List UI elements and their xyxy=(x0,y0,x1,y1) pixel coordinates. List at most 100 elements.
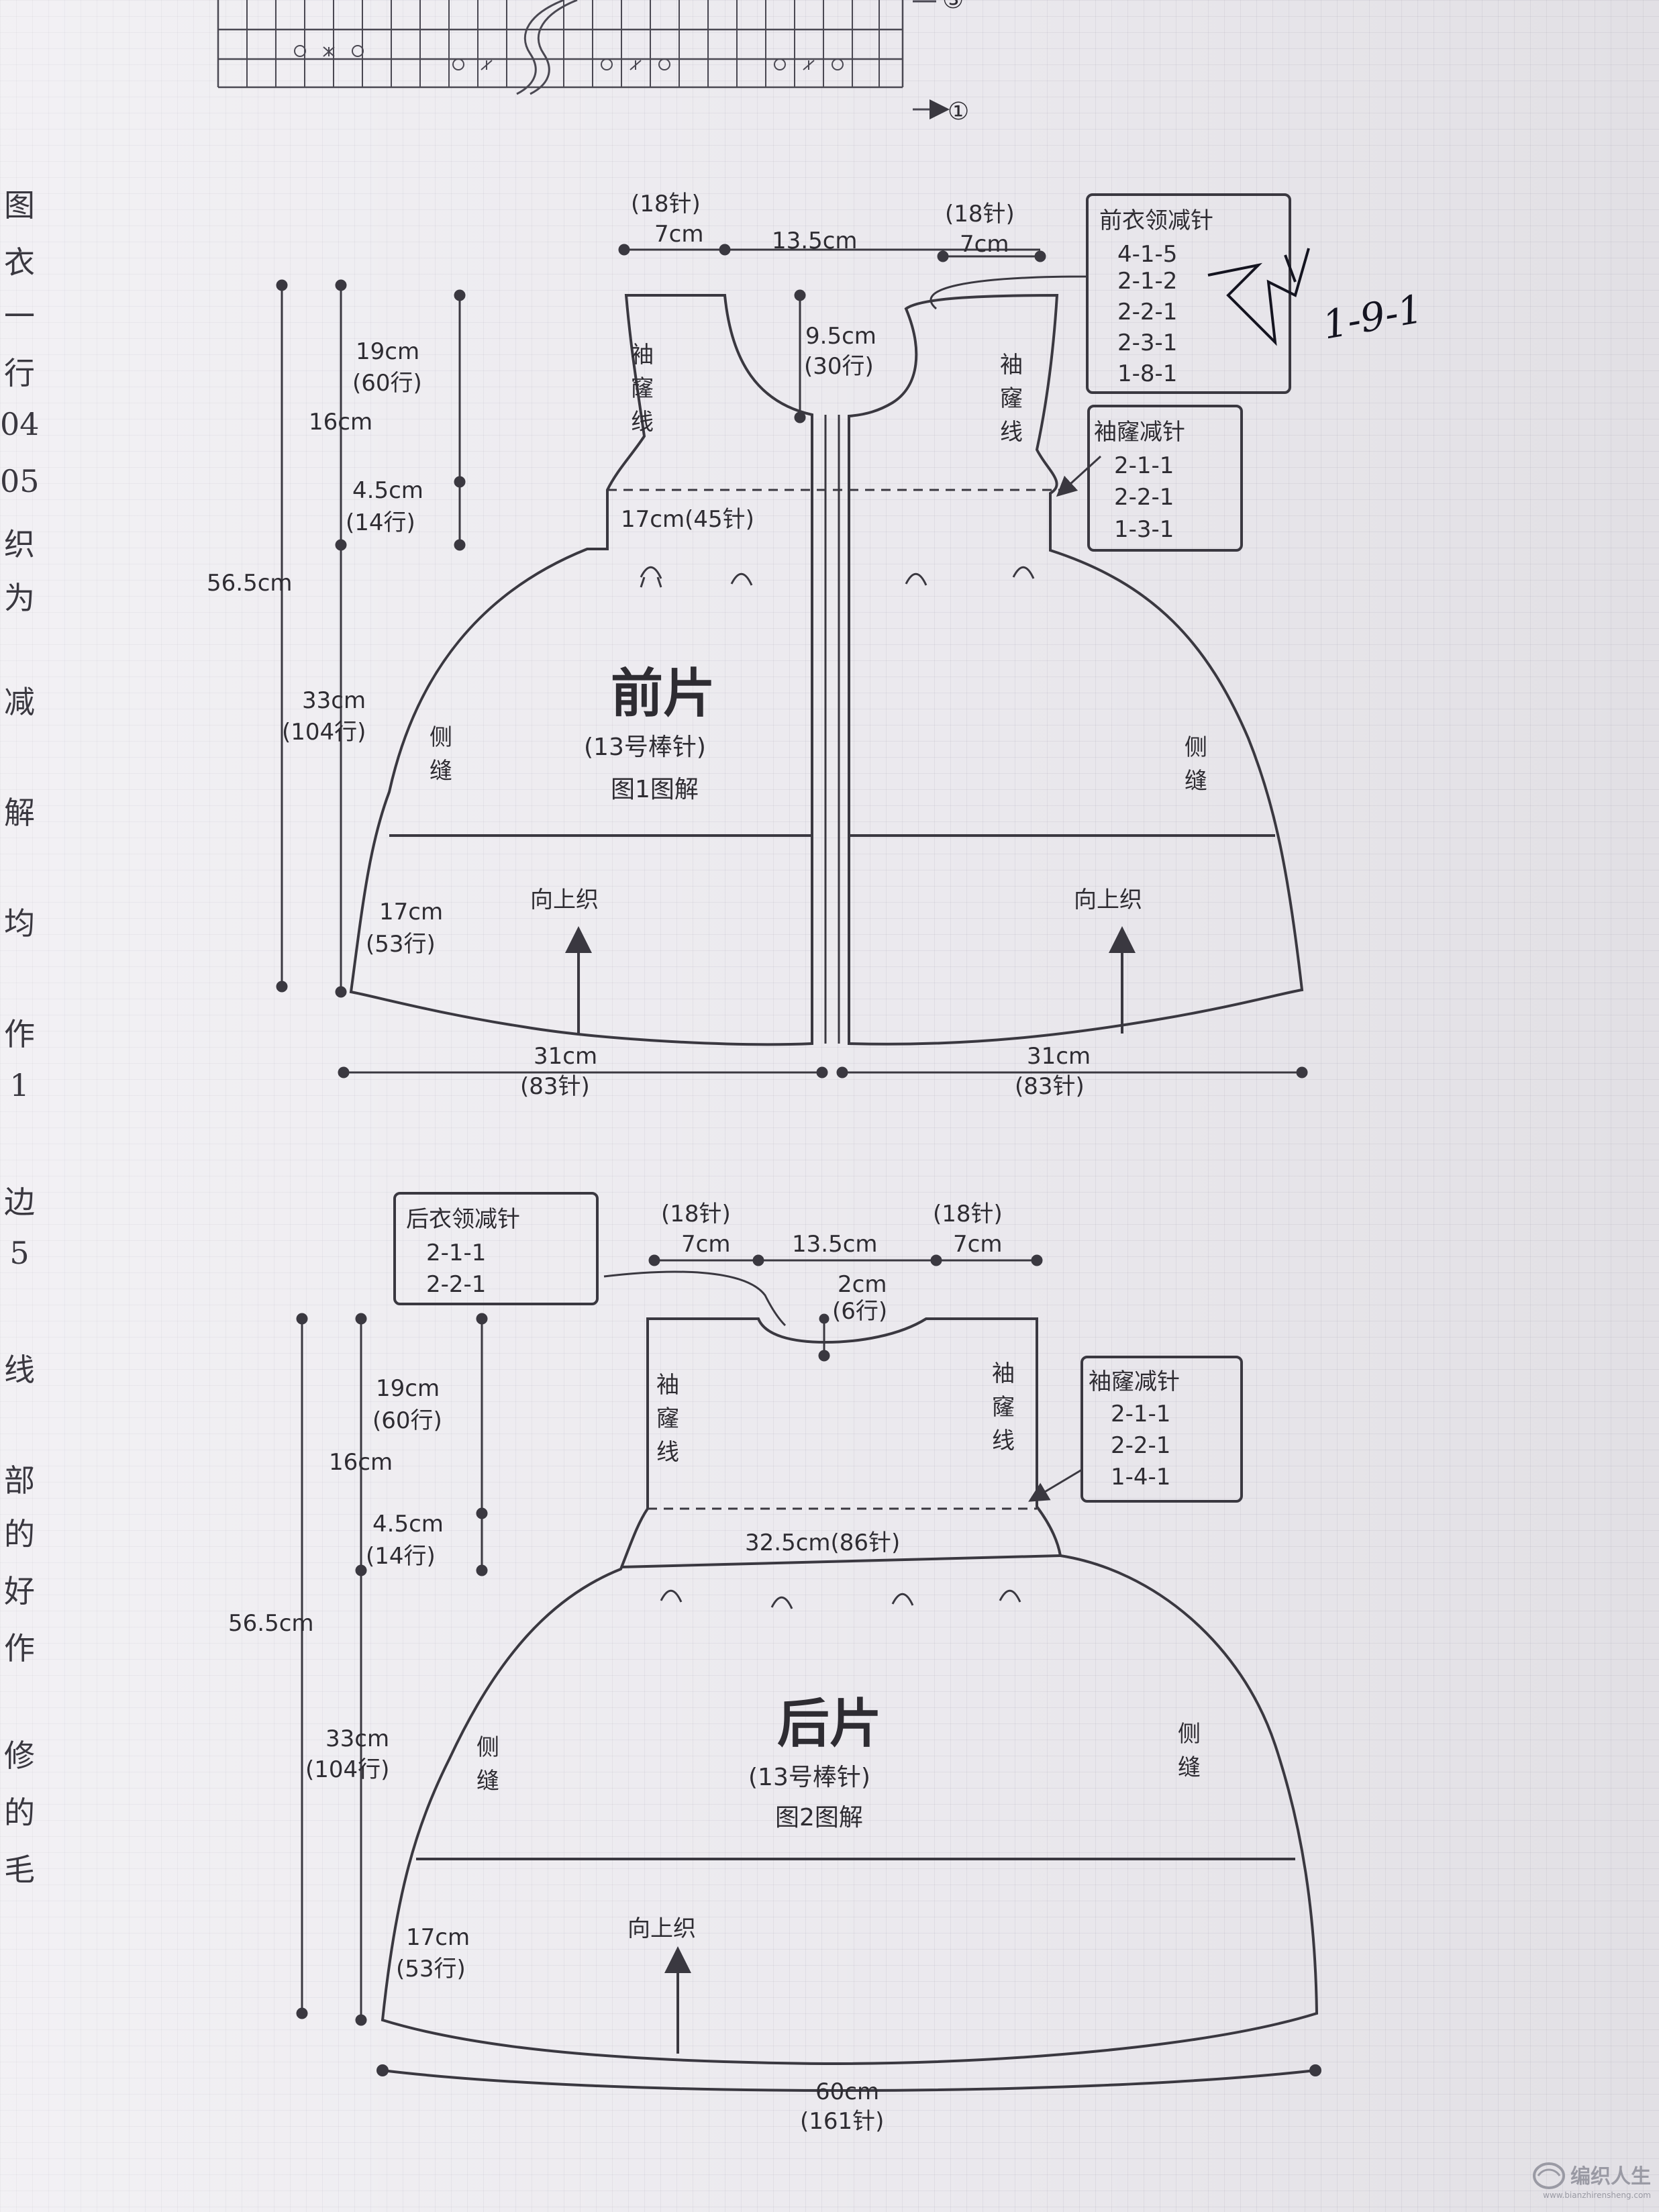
back-bottom-dimension xyxy=(376,2064,1321,2092)
front-armhole-box-row: 2-1-1 xyxy=(1114,452,1174,479)
back-hem-height-rows: (53行) xyxy=(396,1956,466,1982)
margin-char: 边 xyxy=(4,1184,35,1220)
front-top-left-cm: 7cm xyxy=(654,221,703,248)
front-armhole-label-left-1: 袖 xyxy=(631,342,654,368)
back-knit-up: 向上织 xyxy=(627,1915,696,1942)
front-neck-depth-cm: 9.5cm xyxy=(805,323,876,350)
front-skirt-height-cm: 33cm xyxy=(302,687,366,714)
chart-break-mark xyxy=(516,0,564,95)
front-neck-box-row: 2-2-1 xyxy=(1117,299,1177,325)
back-top-right-cm: 7cm xyxy=(953,1231,1002,1258)
margin-char: 一 xyxy=(4,298,35,334)
handwritten-note: 1-9-1 xyxy=(1319,286,1426,348)
margin-char: 行 xyxy=(4,355,35,391)
front-lower-yoke-cm: 4.5cm xyxy=(352,477,423,504)
back-armhole-box-title: 袖窿减针 xyxy=(1089,1368,1180,1395)
back-lower-yoke-cm: 4.5cm xyxy=(372,1511,444,1538)
handwritten-annotation xyxy=(1207,248,1310,346)
back-yoke-height-cm: 19cm xyxy=(376,1375,440,1402)
margin-char: 好 xyxy=(4,1573,35,1609)
back-neck-box-row: 2-1-1 xyxy=(426,1240,486,1266)
back-total-height: 56.5cm xyxy=(228,1610,314,1637)
back-top-left-sts: (18针) xyxy=(661,1201,731,1227)
back-yoke-height-rows: (60行) xyxy=(372,1407,442,1434)
front-lower-yoke-rows: (14行) xyxy=(346,509,415,536)
watermark-logo-icon xyxy=(1533,2162,1565,2189)
back-armhole-box xyxy=(1080,1356,1243,1503)
back-side-seam-left-1: 侧 xyxy=(476,1734,499,1761)
back-top-right-sts: (18针) xyxy=(933,1201,1003,1227)
back-top-dimension xyxy=(648,1254,1043,1266)
front-neck-box-row: 2-1-2 xyxy=(1117,268,1177,295)
front-armhole-box xyxy=(1087,405,1243,552)
front-armhole-box-row: 1-3-1 xyxy=(1114,516,1174,543)
margin-char: 作 xyxy=(4,1016,35,1052)
back-figure: 图2图解 xyxy=(775,1804,863,1831)
stitch-chart-fragment xyxy=(217,0,950,119)
front-armhole-label-left-3: 线 xyxy=(631,409,654,436)
margin-char: 的 xyxy=(4,1795,35,1831)
margin-char: 5 xyxy=(9,1235,30,1271)
margin-char: 部 xyxy=(4,1462,35,1499)
margin-char: 织 xyxy=(4,526,35,562)
back-bottom-sts: (161针) xyxy=(800,2108,884,2135)
back-top-mid-cm: 13.5cm xyxy=(792,1231,878,1258)
back-neck-box xyxy=(393,1192,599,1305)
front-neck-depth-rows: (30行) xyxy=(804,353,874,380)
watermark-url: www.bianzhirensheng.com xyxy=(1543,2191,1651,2200)
back-bottom-cm: 60cm xyxy=(815,2078,879,2105)
back-title: 后片 xyxy=(777,1694,882,1754)
back-left-dimensions xyxy=(296,1313,488,2026)
margin-char: 均 xyxy=(4,905,35,942)
front-armhole-box-row: 2-2-1 xyxy=(1114,484,1174,511)
front-needle: (13号棒针) xyxy=(584,734,706,761)
front-bottom-right-sts: (83针) xyxy=(1015,1073,1085,1100)
stitch-symbols xyxy=(294,45,844,70)
front-hem-height-cm: 17cm xyxy=(379,899,443,925)
back-side-seam-left-2: 缝 xyxy=(476,1768,499,1795)
front-armhole-label-left-2: 窿 xyxy=(631,375,654,402)
front-armhole-cm: 16cm xyxy=(309,409,372,436)
margin-char: 图 xyxy=(4,187,35,223)
site-watermark: 编织人生 www.bianzhirensheng.com xyxy=(1530,2160,1651,2207)
margin-char: 解 xyxy=(4,795,35,831)
front-left-outline xyxy=(349,294,813,1046)
front-armhole-label-right-2: 窿 xyxy=(1000,385,1023,412)
back-side-seam-right-2: 缝 xyxy=(1178,1754,1201,1781)
back-neck-depth-rows: (6行) xyxy=(832,1298,887,1325)
margin-char: 05 xyxy=(0,463,40,499)
back-neck-depth-line xyxy=(818,1313,830,1362)
front-yoke-height-rows: (60行) xyxy=(352,370,422,397)
margin-char: 的 xyxy=(4,1516,35,1552)
margin-char: 线 xyxy=(4,1352,35,1388)
front-top-dimension xyxy=(618,244,1046,262)
front-armhole-label-right-3: 线 xyxy=(1000,419,1023,446)
back-armhole-label-right-1: 袖 xyxy=(992,1360,1015,1387)
left-margin-text: 图 衣 一 行 04 05 织 为 减 解 均 作 1 边 5 线 部 的 好 … xyxy=(0,161,40,1906)
front-figure: 图1图解 xyxy=(611,776,699,803)
row-marker-3: ③ xyxy=(942,0,964,14)
back-armhole-box-row: 1-4-1 xyxy=(1111,1464,1170,1491)
front-neck-box-row: 1-8-1 xyxy=(1117,360,1177,387)
front-side-seam-right-1: 侧 xyxy=(1185,734,1207,761)
back-top-left-cm: 7cm xyxy=(681,1231,730,1258)
back-side-seam-right-1: 侧 xyxy=(1178,1721,1201,1748)
front-armhole-label-right-1: 袖 xyxy=(1000,352,1023,379)
front-bottom-right-cm: 31cm xyxy=(1027,1043,1091,1070)
front-top-right-sts: (18针) xyxy=(945,201,1015,228)
row-marker-1: ① xyxy=(948,98,969,125)
back-piece xyxy=(381,1270,1319,2066)
front-side-seam-right-2: 缝 xyxy=(1185,768,1207,795)
front-left-dimensions xyxy=(276,279,466,998)
back-skirt-height-rows: (104行) xyxy=(305,1756,389,1783)
margin-char: 1 xyxy=(9,1067,30,1103)
front-side-seam-left-2: 缝 xyxy=(430,758,452,785)
front-title: 前片 xyxy=(611,664,715,724)
back-armhole-box-row: 2-1-1 xyxy=(1111,1401,1170,1427)
back-armhole-label-right-3: 线 xyxy=(992,1427,1015,1454)
back-neck-depth-cm: 2cm xyxy=(838,1271,887,1298)
front-total-height: 56.5cm xyxy=(207,570,293,597)
front-bottom-left-sts: (83针) xyxy=(520,1073,590,1100)
